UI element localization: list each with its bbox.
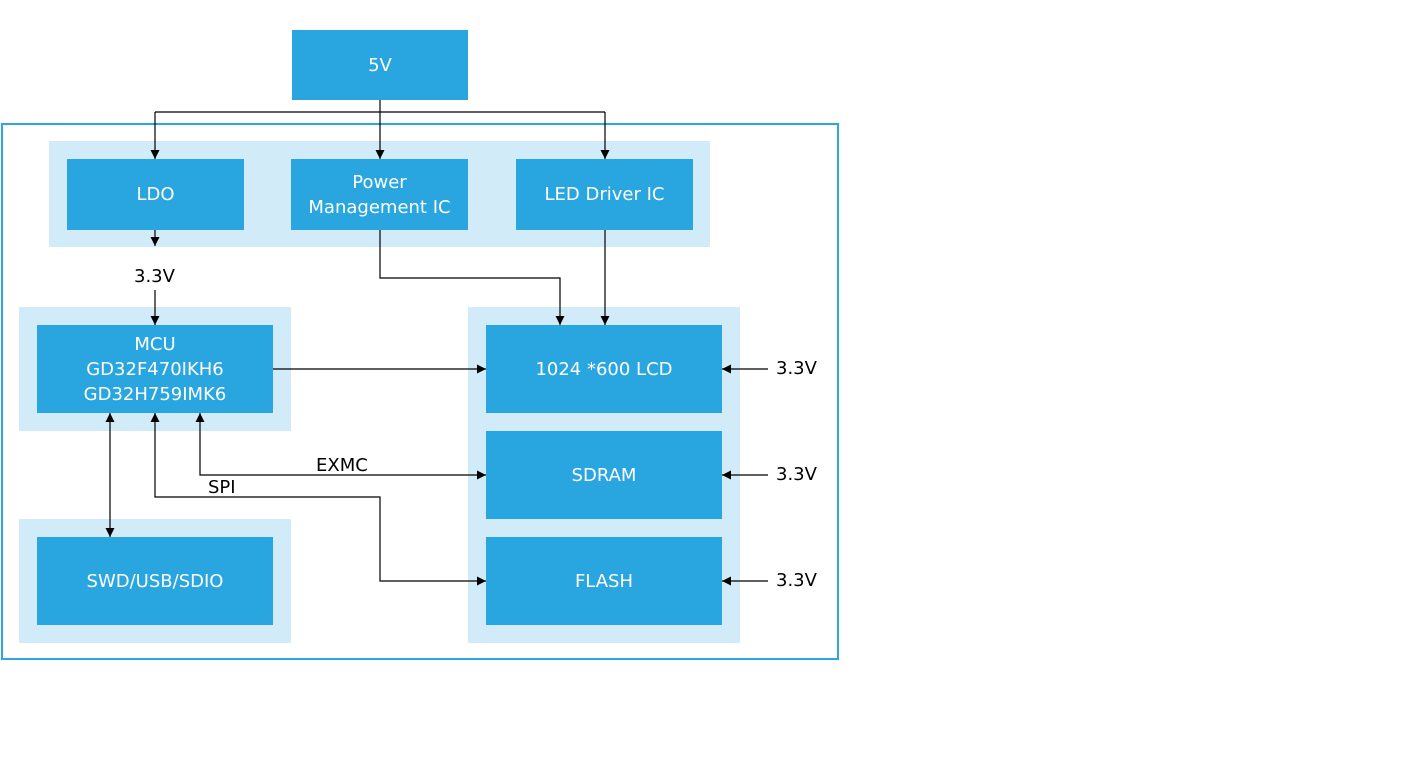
supply-5v-block: 5V: [292, 30, 468, 100]
lcd-supply-label: 3.3V: [776, 358, 817, 379]
pmic-text-line1: Power: [352, 171, 407, 193]
mcu-text-line1: MCU: [134, 333, 176, 355]
mcu-text-line2: GD32F470IKH6: [86, 358, 224, 380]
lcd-block: 1024 *600 LCD: [486, 325, 722, 413]
flash-supply-label: 3.3V: [776, 570, 817, 591]
wire-spi: [150, 413, 486, 586]
exmc-bus-label: EXMC: [316, 455, 368, 476]
spi-bus-label: SPI: [208, 477, 236, 498]
supply-5v-text: 5V: [368, 54, 392, 76]
wire-pmic-to-lcd: [379, 230, 565, 325]
board-frame: [1, 123, 839, 660]
sdram-supply-label: 3.3V: [776, 464, 817, 485]
flash-text: FLASH: [574, 570, 634, 592]
led-driver-block: LED Driver IC: [516, 159, 693, 230]
mcu-block: MCU GD32F470IKH6 GD32H759IMK6: [37, 325, 273, 413]
pmic-text-line2: Management IC: [308, 196, 451, 218]
ldo-text: LDO: [136, 184, 175, 205]
ldo-block: LDO: [67, 159, 244, 230]
led-driver-text: LED Driver IC: [544, 184, 665, 205]
ldo-output-label: 3.3V: [134, 266, 175, 287]
mcu-text-line3: GD32H759IMK6: [83, 383, 227, 405]
sdram-text: SDRAM: [571, 464, 637, 486]
lcd-text: 1024 *600 LCD: [535, 358, 673, 380]
flash-block: FLASH: [486, 537, 722, 625]
sdram-block: SDRAM: [486, 431, 722, 519]
pmic-block: Power Management IC: [291, 159, 468, 230]
